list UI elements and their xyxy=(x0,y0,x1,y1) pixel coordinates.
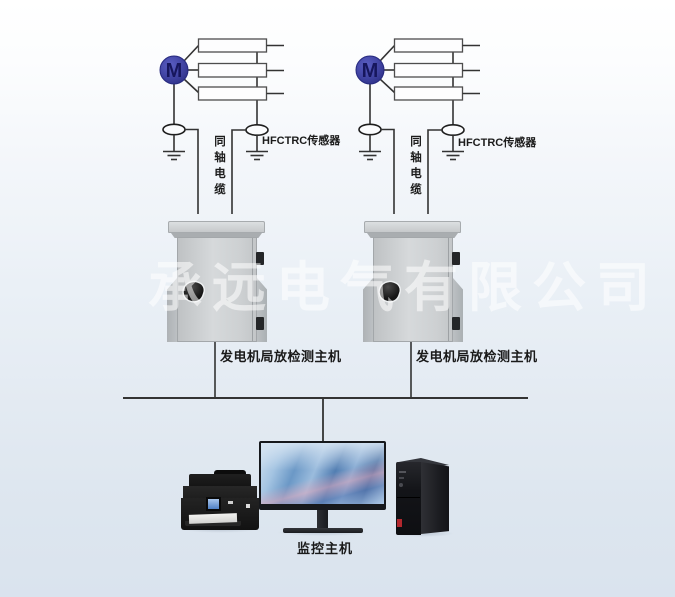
coax-cable-1 xyxy=(381,128,395,214)
host-label-1: 发电机局放检测主机 xyxy=(220,349,342,364)
cabinet-body xyxy=(177,237,257,342)
motor-symbol xyxy=(159,55,189,85)
cabinet-flange xyxy=(171,233,262,238)
monitor-host-label: 监控主机 xyxy=(296,541,353,556)
hfct-sensor-left xyxy=(358,123,382,136)
motor-lead-bottom xyxy=(183,78,200,94)
coax-cable-label-2: 同轴电缆 xyxy=(410,136,422,196)
printer-output-tray xyxy=(185,521,241,526)
printer-adf-handle xyxy=(214,470,246,477)
motor-lead-top xyxy=(183,44,200,62)
motor-symbol xyxy=(355,55,385,85)
cabinet-door-seam xyxy=(448,238,449,341)
cabinet-wing-right xyxy=(257,278,267,342)
coax-cable-1 xyxy=(185,128,199,214)
sensor-label-1: HFCTRC传感器 xyxy=(262,135,341,147)
monitor-stand-neck xyxy=(317,510,328,529)
detection-host-cabinet-2 xyxy=(363,221,463,342)
coax-cable-2 xyxy=(427,129,442,214)
cabinet-wing-left xyxy=(167,278,177,342)
printer-side-button xyxy=(246,504,250,508)
pc-tower-usb-port xyxy=(399,471,406,473)
generator-unit-2: M xyxy=(355,38,480,398)
cabinet-hinge-top xyxy=(452,252,460,265)
pc-tower-seam xyxy=(397,497,420,498)
monitor-stand-base xyxy=(283,528,363,533)
pc-tower-side-panel xyxy=(421,462,449,534)
printer-output-paper xyxy=(188,513,238,524)
motor-letter: M xyxy=(166,60,183,82)
host-label-2: 发电机局放检测主机 xyxy=(416,349,538,364)
cabinet-wing-left xyxy=(363,278,373,342)
winding-bars xyxy=(197,38,268,101)
generator-unit-1: M xyxy=(159,38,284,398)
ground-symbol-left xyxy=(163,134,185,161)
cabinet-hinge-top xyxy=(256,252,264,265)
pc-tower-brand-badge xyxy=(397,519,402,527)
coax-cable-2 xyxy=(231,129,246,214)
cabinet-hinge-bottom xyxy=(256,317,264,330)
monitor xyxy=(259,441,386,510)
ground-symbol-right xyxy=(442,135,464,161)
printer-scanner-lid xyxy=(189,474,251,487)
pc-tower-power-button xyxy=(399,483,403,487)
pc-tower-audio-port xyxy=(399,477,404,479)
cabinet-wing-right xyxy=(453,278,463,342)
motor-letter: M xyxy=(362,60,379,82)
cabinet-lid xyxy=(364,221,461,233)
printer-display xyxy=(206,497,221,511)
winding-bars xyxy=(393,38,464,101)
monitor-screen-wallpaper xyxy=(261,443,384,504)
ground-symbol-right xyxy=(246,135,268,161)
ground-symbol-left xyxy=(359,134,381,161)
detection-host-cabinet-1 xyxy=(167,221,267,342)
printer-button xyxy=(228,501,233,504)
motor-lead-top xyxy=(379,44,396,62)
sensor-label-2: HFCTRC传感器 xyxy=(458,137,537,149)
hfct-sensor-left xyxy=(162,123,186,136)
coax-cable-label-1: 同轴电缆 xyxy=(214,136,226,196)
motor-lead-bottom xyxy=(379,78,396,94)
printer-upper-body xyxy=(183,486,257,500)
cabinet-lid xyxy=(168,221,265,233)
cabinet-flange xyxy=(367,233,458,238)
cabinet-hinge-bottom xyxy=(452,317,460,330)
cabinet-door-seam xyxy=(252,238,253,341)
